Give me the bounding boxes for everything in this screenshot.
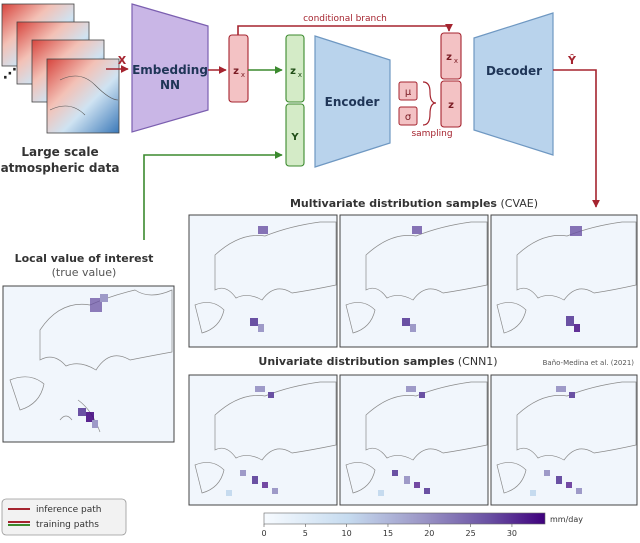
cnn-sample-1 (188, 374, 338, 506)
embedding-nn-block (131, 3, 209, 133)
univariate-samples (188, 374, 638, 506)
y-box-green (285, 103, 305, 167)
colorbar-tick-label: 25 (466, 529, 476, 538)
yhat-output-arrow (553, 69, 600, 208)
colorbar-tick-label: 0 (261, 529, 266, 538)
zx-box-decoder (440, 32, 462, 80)
stack-ellipsis: ⋰ (3, 66, 17, 82)
embedding-label-1: Embedding (132, 63, 208, 77)
cnn-sample-3 (490, 374, 638, 506)
decoder-block (473, 12, 554, 156)
large-scale-label-1: Large scale (21, 145, 98, 159)
cnn-sample-2 (339, 374, 489, 506)
colorbar-gradient (263, 512, 546, 525)
conditional-branch-label: conditional branch (303, 14, 387, 24)
multivariate-title: Multivariate distribution samples (CVAE) (290, 197, 538, 210)
sigma-label: σ (405, 112, 412, 123)
colorbar: 0 5 10 15 20 25 30 mm/day (261, 512, 583, 538)
training-path-line (143, 151, 283, 240)
cvae-sample-2 (339, 214, 489, 348)
zx-sub-green: x (298, 71, 302, 79)
zx-sub-decoder: x (454, 57, 458, 65)
atmo-map-4 (46, 58, 120, 134)
zx-label-decoder: z (446, 52, 452, 63)
zx-label-red: z (233, 66, 239, 77)
sampling-label: sampling (411, 129, 452, 139)
local-value-title: Local value of interest (15, 252, 154, 265)
sampling-brace (422, 81, 437, 126)
yhat-label: Ŷ (567, 54, 577, 67)
y-label-green: Y (290, 132, 299, 143)
legend-training-label: training paths (36, 520, 99, 530)
x-label: X (118, 54, 127, 67)
zx-label-green: z (290, 66, 296, 77)
citation-label: Baño-Medina et al. (2021) (543, 359, 635, 367)
colorbar-tick-label: 20 (424, 529, 434, 538)
atmospheric-data-stack: ⋰ (1, 3, 120, 134)
path-legend: inference path training paths (1, 498, 127, 536)
zx-sub-red: x (241, 71, 245, 79)
embedding-label-2: NN (160, 78, 180, 92)
local-value-subtitle: (true value) (52, 266, 117, 279)
large-scale-label-2: atmospheric data (1, 161, 120, 175)
cvae-sample-3 (490, 214, 638, 348)
decoder-label: Decoder (486, 64, 542, 78)
true-value-map (2, 285, 175, 443)
sigma-box (398, 106, 418, 126)
colorbar-tick-label: 10 (342, 529, 352, 538)
legend-inference-label: inference path (36, 505, 101, 515)
encoder-label: Encoder (325, 95, 380, 109)
colorbar-unit: mm/day (550, 515, 583, 524)
colorbar-tick-label: 5 (303, 529, 308, 538)
zx-box-green (285, 34, 305, 103)
z-label-decoder: z (448, 100, 454, 111)
conditional-branch-line (237, 23, 453, 35)
mu-box (398, 81, 418, 101)
univariate-title: Univariate distribution samples (CNN1) (258, 355, 497, 368)
colorbar-tick-label: 15 (383, 529, 393, 538)
multivariate-samples (188, 214, 638, 348)
cvae-sample-1 (188, 214, 338, 348)
colorbar-tick-label: 30 (507, 529, 517, 538)
z-box-decoder (440, 80, 462, 128)
encoder-block (314, 35, 391, 168)
mu-label: μ (405, 87, 412, 98)
